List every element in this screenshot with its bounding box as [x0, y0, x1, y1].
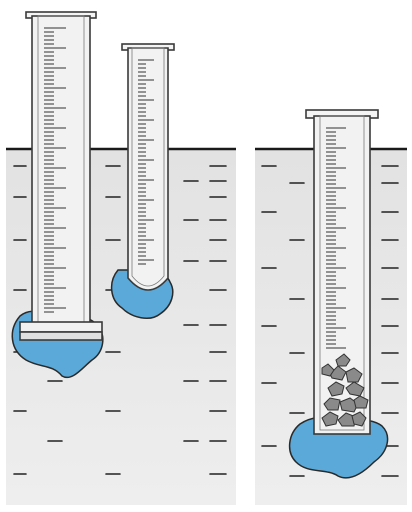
narrow-graduated-cylinder [122, 44, 174, 290]
graduated-cylinder-with-pebbles [306, 110, 378, 434]
wide-graduated-cylinder [20, 12, 102, 340]
